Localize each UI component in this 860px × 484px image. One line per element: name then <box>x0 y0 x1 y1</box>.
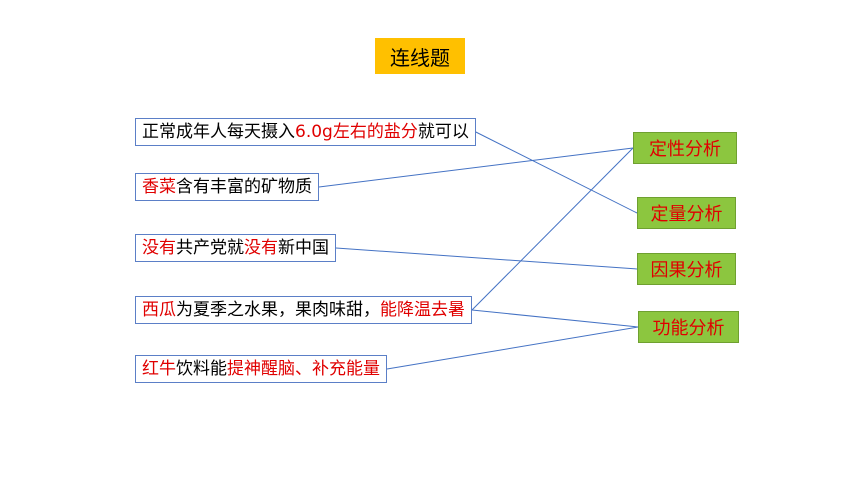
category-quantitative[interactable]: 定量分析 <box>637 197 736 229</box>
statement-1[interactable]: 香菜含有丰富的矿物质 <box>135 173 319 201</box>
highlighted-text: 能降温去暑 <box>380 300 465 320</box>
statement-0[interactable]: 正常成年人每天摄入6.0g左右的盐分就可以 <box>135 118 476 146</box>
statement-text: 就可以 <box>417 122 469 142</box>
category-functional[interactable]: 功能分析 <box>638 311 739 343</box>
highlighted-text: 香菜 <box>142 177 176 197</box>
highlighted-text: 西瓜 <box>142 300 176 320</box>
connection-line <box>471 309 639 328</box>
statement-2[interactable]: 没有共产党就没有新中国 <box>135 234 336 262</box>
statement-text: 含有丰富的矿物质 <box>176 177 312 197</box>
statement-text: 为夏季之水果，果肉味甜， <box>176 300 380 320</box>
connection-line <box>475 131 638 214</box>
statement-text: 新中国 <box>278 238 329 258</box>
highlighted-text: 6.0g左右的盐分 <box>295 122 418 142</box>
connection-line <box>386 326 639 370</box>
statement-text: 饮料能 <box>176 359 227 379</box>
highlighted-text: 没有 <box>142 238 176 258</box>
connection-line <box>318 147 634 188</box>
connection-line <box>471 147 634 311</box>
highlighted-text: 红牛 <box>142 359 176 379</box>
highlighted-text: 提神醒脑、补充能量 <box>227 359 380 379</box>
page-title: 连线题 <box>375 38 465 74</box>
statement-text: 正常成年人每天摄入 <box>142 122 295 142</box>
statement-text: 共产党就 <box>176 238 244 258</box>
category-causal[interactable]: 因果分析 <box>637 253 736 285</box>
statement-4[interactable]: 红牛饮料能提神醒脑、补充能量 <box>135 355 387 383</box>
connection-line <box>335 247 638 270</box>
highlighted-text: 没有 <box>244 238 278 258</box>
category-qualitative[interactable]: 定性分析 <box>633 132 737 164</box>
statement-3[interactable]: 西瓜为夏季之水果，果肉味甜，能降温去暑 <box>135 296 472 324</box>
